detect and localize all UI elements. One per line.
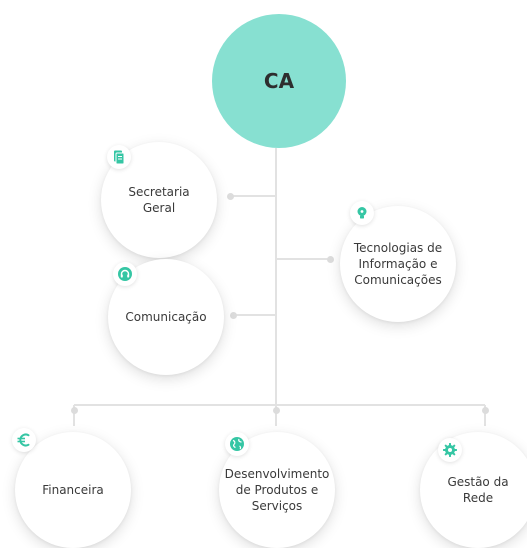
node-label: Tecnologias de Informação e Comunicações <box>353 241 443 287</box>
document-icon <box>107 145 131 169</box>
node-label: Comunicação <box>125 310 207 324</box>
connector-dot <box>230 312 237 319</box>
node-label: Financeira <box>42 483 104 497</box>
node-label: Gestão da Rede <box>447 475 509 505</box>
globe-icon <box>225 432 249 456</box>
euro-icon <box>12 428 36 452</box>
lightbulb-icon <box>350 201 374 225</box>
connector-dot <box>482 407 489 414</box>
root-node-ca[interactable]: CA <box>212 14 346 148</box>
node-financeira[interactable]: Financeira <box>15 432 131 548</box>
node-label: Desenvolvimento de Produtos e Serviços <box>224 467 330 513</box>
root-label: CA <box>263 69 295 93</box>
connector-dot <box>227 193 234 200</box>
node-secretaria-geral[interactable]: Secretaria Geral <box>101 142 217 258</box>
node-gestao-rede[interactable]: Gestão da Rede <box>420 432 527 548</box>
connector-dot <box>273 407 280 414</box>
headset-icon <box>113 262 137 286</box>
connector-dot <box>71 407 78 414</box>
gear-icon <box>438 438 462 462</box>
connector-dot <box>327 256 334 263</box>
node-tecnologias[interactable]: Tecnologias de Informação e Comunicações <box>340 206 456 322</box>
node-label: Secretaria Geral <box>128 185 190 215</box>
